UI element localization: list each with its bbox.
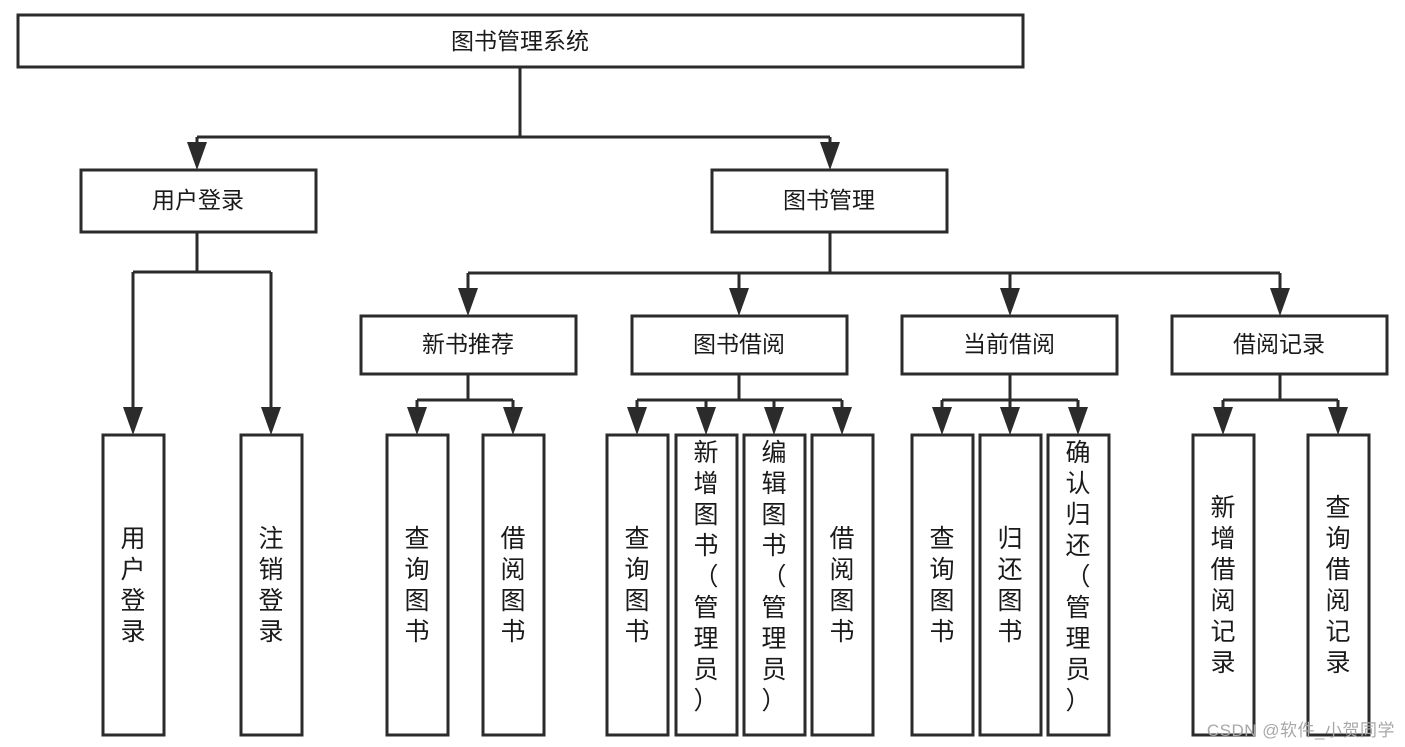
node-root-label: 图书管理系统: [451, 28, 589, 54]
node-borrow-record-box[interactable]: [1170, 314, 1389, 376]
node-leaf-10[interactable]: 归还图书: [978, 433, 1043, 737]
connector-borrowrecord-to-leaves-bus: [1221, 374, 1340, 417]
node-leaf-6-label: 新增图书（管理员）: [693, 439, 718, 715]
node-leaf-9[interactable]: 查询图书: [910, 433, 975, 737]
node-leaf-6-box[interactable]: [674, 433, 739, 737]
node-leaf-4[interactable]: 借阅图书: [481, 433, 546, 737]
node-leaf-10-box[interactable]: [978, 433, 1043, 737]
arrowhead-to-book-mgmt: [820, 142, 840, 170]
node-current-borrow[interactable]: 当前借阅: [900, 314, 1119, 376]
connector-login-to-leaves-bus: [131, 232, 273, 417]
node-current-borrow-box[interactable]: [900, 314, 1119, 376]
node-new-book-rec-box[interactable]: [359, 314, 578, 376]
node-login[interactable]: 用户登录: [79, 168, 318, 234]
arrowhead-to-leaf-12: [1213, 407, 1233, 435]
arrowhead-to-leaf-10: [1000, 407, 1020, 435]
node-root[interactable]: 图书管理系统: [16, 13, 1025, 69]
node-leaf-13-label: 查询借阅记录: [1325, 494, 1350, 677]
arrowhead-to-leaf-4: [503, 407, 523, 435]
node-new-book-rec[interactable]: 新书推荐: [359, 314, 578, 376]
connector-bookmgmt-to-level2-bus: [466, 232, 1282, 298]
node-leaf-10-label: 归还图书: [997, 525, 1022, 646]
arrowhead-to-leaf-3: [407, 407, 427, 435]
node-leaf-13-box[interactable]: [1306, 433, 1371, 737]
arrowhead-to-leaf-11: [1068, 407, 1088, 435]
node-leaf-7-label: 编辑图书（管理员）: [761, 439, 786, 715]
csdn-watermark: CSDN @软件_小贺同学: [1206, 721, 1395, 740]
arrowhead-to-leaf-7: [764, 407, 784, 435]
arrowhead-to-leaf-2: [261, 407, 281, 435]
arrowhead-to-leaf-13: [1328, 407, 1348, 435]
arrowhead-to-new-book-rec: [458, 288, 478, 316]
node-book-mgmt-label: 图书管理: [783, 187, 875, 213]
node-leaf-3-box[interactable]: [385, 433, 450, 737]
node-leaf-11[interactable]: 确认归还（管理员）: [1046, 433, 1111, 737]
arrowhead-to-leaf-6: [696, 407, 716, 435]
node-leaf-9-box[interactable]: [910, 433, 975, 737]
node-login-label: 用户登录: [152, 187, 244, 213]
node-borrow-record-label: 借阅记录: [1233, 331, 1325, 357]
arrowhead-to-leaf-1: [123, 407, 143, 435]
node-leaf-2-box[interactable]: [239, 433, 304, 737]
node-leaf-8[interactable]: 借阅图书: [810, 433, 875, 737]
node-borrow-record[interactable]: 借阅记录: [1170, 314, 1389, 376]
node-book-borrow-box[interactable]: [630, 314, 849, 376]
node-leaf-5[interactable]: 查询图书: [605, 433, 670, 737]
node-leaf-7[interactable]: 编辑图书（管理员）: [742, 433, 807, 737]
node-leaf-9-label: 查询图书: [929, 525, 954, 646]
node-leaf-3-label: 查询图书: [404, 525, 429, 646]
node-book-borrow[interactable]: 图书借阅: [630, 314, 849, 376]
node-leaf-2-label: 注销登录: [258, 525, 283, 646]
node-book-mgmt-box[interactable]: [710, 168, 949, 234]
connectors-layer: [123, 67, 1348, 435]
node-leaf-13[interactable]: 查询借阅记录: [1306, 433, 1371, 737]
arrowhead-to-leaf-9: [932, 407, 952, 435]
node-leaf-8-box[interactable]: [810, 433, 875, 737]
arrowhead-to-leaf-8: [832, 407, 852, 435]
node-book-mgmt[interactable]: 图书管理: [710, 168, 949, 234]
node-leaf-3[interactable]: 查询图书: [385, 433, 450, 737]
arrowhead-to-book-borrow: [729, 288, 749, 316]
node-leaf-1[interactable]: 用户登录: [101, 433, 166, 737]
arrowhead-to-borrow-record: [1270, 288, 1290, 316]
node-leaf-1-label: 用户登录: [120, 525, 145, 646]
node-leaf-11-box[interactable]: [1046, 433, 1111, 737]
node-leaf-1-box[interactable]: [101, 433, 166, 737]
arrowhead-to-current-borrow: [1000, 288, 1020, 316]
node-leaf-5-box[interactable]: [605, 433, 670, 737]
node-leaf-11-label: 确认归还（管理员）: [1065, 439, 1090, 715]
node-leaf-12[interactable]: 新增借阅记录: [1191, 433, 1256, 737]
node-leaf-4-label: 借阅图书: [500, 525, 525, 646]
arrowhead-to-leaf-5: [627, 407, 647, 435]
node-current-borrow-label: 当前借阅: [963, 331, 1055, 357]
node-leaf-12-label: 新增借阅记录: [1210, 494, 1235, 677]
connector-newbookrec-to-leaves-bus: [415, 374, 515, 417]
node-book-borrow-label: 图书借阅: [693, 331, 785, 357]
arrowhead-to-login: [187, 142, 207, 170]
node-leaf-8-label: 借阅图书: [829, 525, 854, 646]
connector-bookborrow-to-leaves-bus: [635, 374, 844, 417]
node-leaf-12-box[interactable]: [1191, 433, 1256, 737]
node-login-box[interactable]: [79, 168, 318, 234]
node-root-box[interactable]: [16, 13, 1025, 69]
connector-root-to-level1-bus: [195, 67, 832, 152]
node-leaf-7-box[interactable]: [742, 433, 807, 737]
node-leaf-5-label: 查询图书: [624, 525, 649, 646]
node-leaf-6[interactable]: 新增图书（管理员）: [674, 433, 739, 737]
node-new-book-rec-label: 新书推荐: [422, 331, 514, 357]
node-leaf-2[interactable]: 注销登录: [239, 433, 304, 737]
node-leaf-4-box[interactable]: [481, 433, 546, 737]
